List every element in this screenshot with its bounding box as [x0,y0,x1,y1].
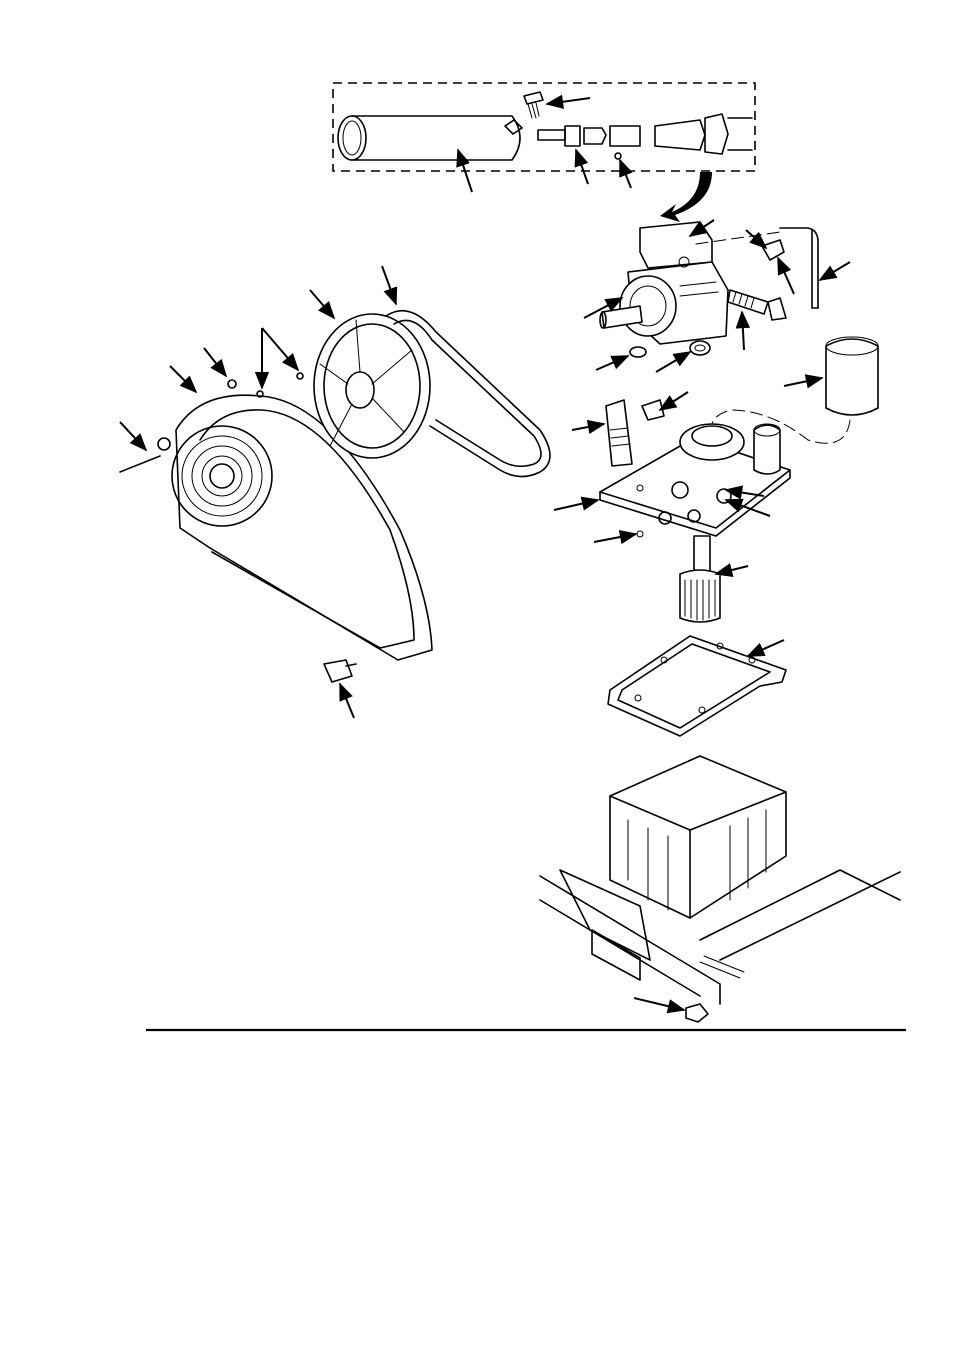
hydraulic-pump-assembly [584,220,728,344]
fitting-chain [538,114,752,159]
screw-part [524,92,543,118]
seal-parts [596,341,710,372]
latch-part [324,660,356,718]
detail-inset [333,83,755,222]
suction-strainer-part [680,536,748,622]
tube-part [338,116,522,160]
reservoir-frame [540,756,900,1022]
gasket-part [608,636,786,736]
filter-head-plate [554,424,790,542]
oil-filter-part [712,337,878,443]
fan-pulley-part [314,314,430,458]
